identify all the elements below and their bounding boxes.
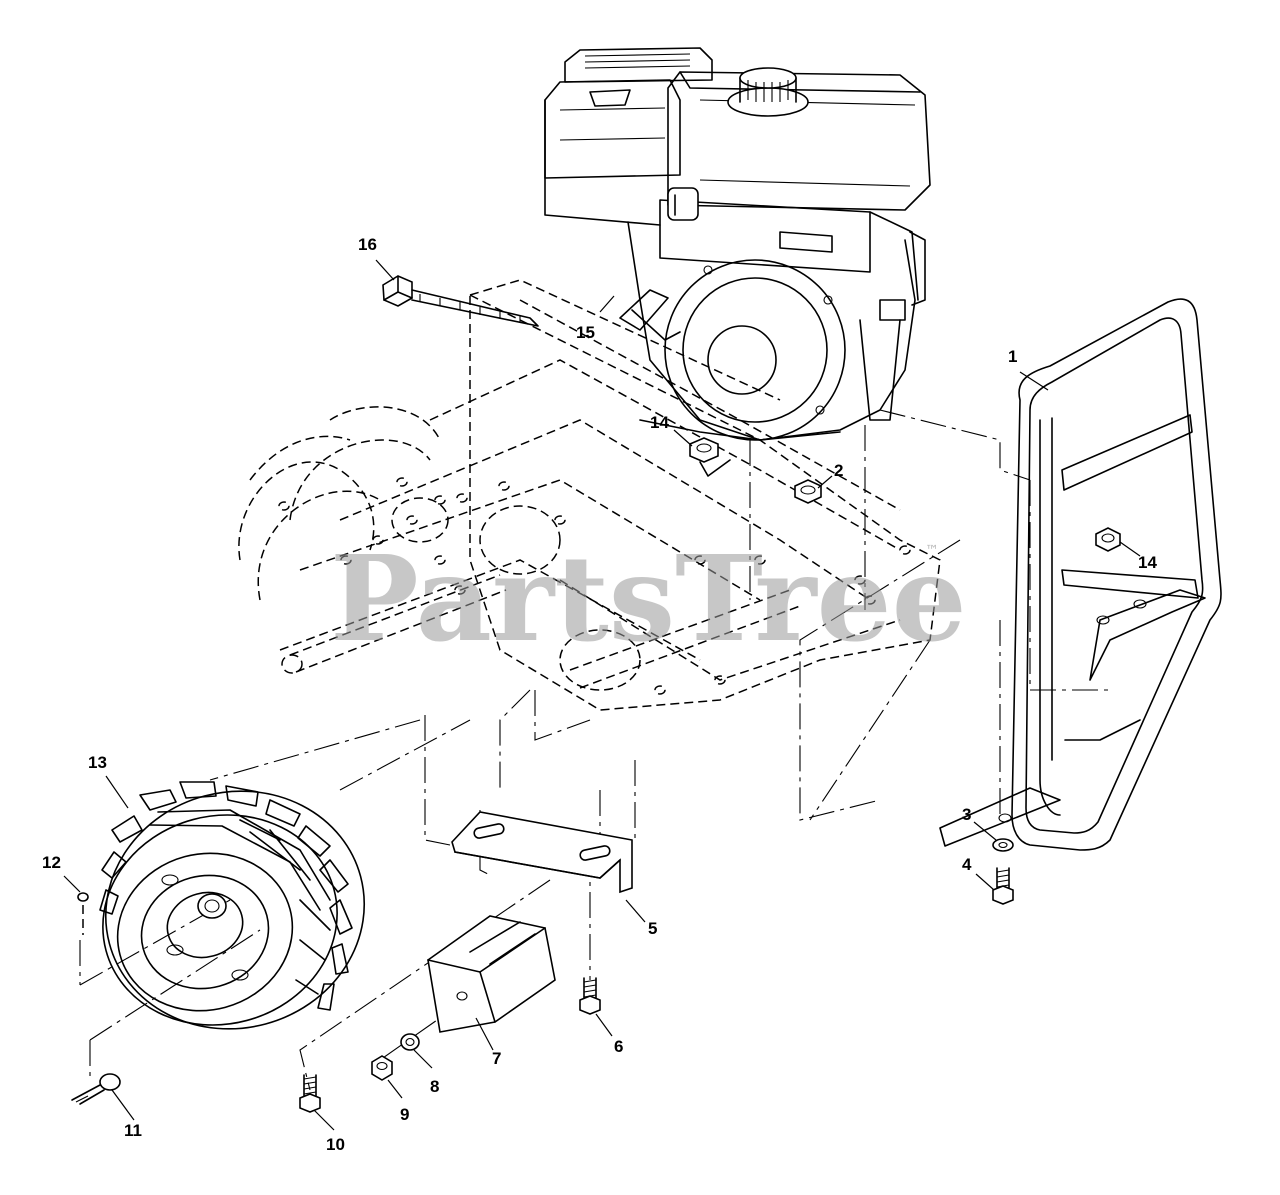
callouts: 1 2 3 4 5 6 7 8 9 10 11 12 13 14 14 15 1… [42,235,1157,1154]
watermark-text: PartsTree [330,529,967,668]
lock-nut-14-upper [689,437,731,477]
klik-pin-11 [71,1073,121,1105]
washer-3 [992,838,1014,852]
callout-4[interactable]: 4 [962,855,972,874]
callout-1[interactable]: 1 [1008,347,1017,366]
callout-11[interactable]: 11 [124,1121,142,1140]
callout-2[interactable]: 2 [834,461,843,480]
callout-15[interactable]: 15 [576,323,595,342]
callout-13[interactable]: 13 [88,753,107,772]
callout-12[interactable]: 12 [42,853,61,872]
callout-5[interactable]: 5 [648,919,657,938]
callout-16[interactable]: 16 [358,235,377,254]
watermark: PartsTree ™ [330,529,967,668]
callout-10[interactable]: 10 [326,1135,345,1154]
tiller-frame-outline [238,279,941,711]
bumper-guard [939,298,1222,851]
mounting-bracket-5 [451,811,633,894]
lock-nut-14-right [1095,527,1121,552]
callout-14-upper[interactable]: 14 [650,413,669,432]
watermark-trademark: ™ [925,543,939,559]
hex-bolt-4 [992,867,1014,905]
explode-lines [79,409,1110,1091]
callout-6[interactable]: 6 [614,1037,623,1056]
hex-bolt-10 [299,1074,321,1113]
flange-nut-2 [794,479,822,504]
hex-nut-9 [371,1055,393,1081]
callout-8[interactable]: 8 [430,1077,439,1096]
engine [544,47,931,441]
callout-14-right[interactable]: 14 [1138,553,1157,572]
callout-3[interactable]: 3 [962,805,971,824]
wheel-weight-7 [427,915,556,1033]
hex-bolt-6 [579,977,601,1015]
lock-washer-8 [400,1033,420,1051]
callout-7[interactable]: 7 [492,1049,501,1068]
callout-9[interactable]: 9 [400,1105,409,1124]
leader-lines [63,259,1141,1131]
tire-wheel-13 [99,781,366,1030]
cable-tie-16 [382,275,539,327]
clevis-pin-12 [77,892,89,935]
